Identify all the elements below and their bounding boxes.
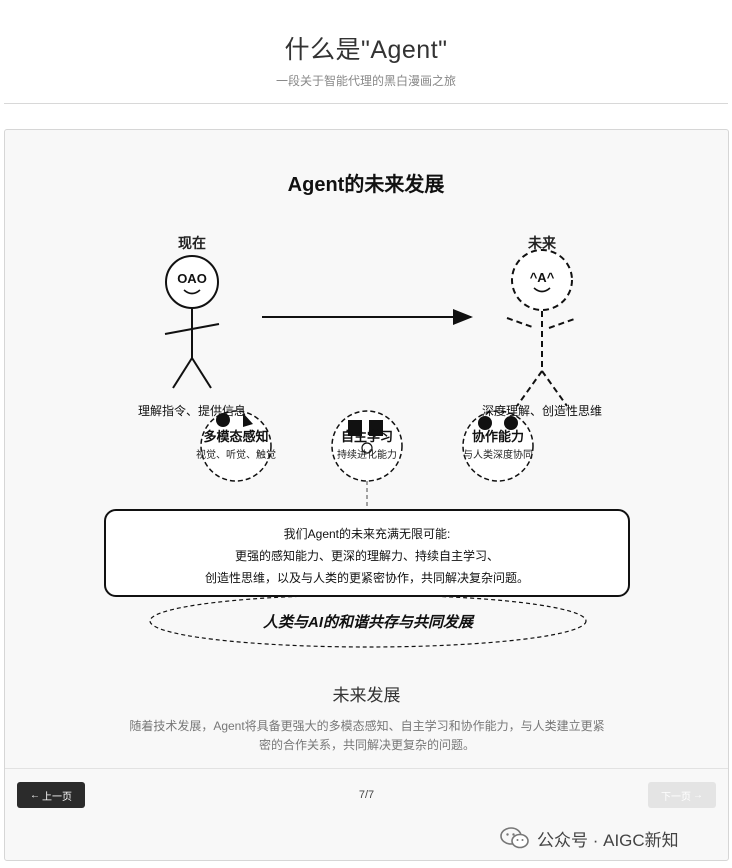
message-line: 更强的感知能力、更深的理解力、持续自主学习、: [234, 549, 499, 563]
right-arrow-icon: →: [693, 789, 703, 801]
page-title: 什么是"Agent": [284, 36, 448, 64]
capability-title-learning: 自主学习: [340, 429, 394, 444]
header-divider: [4, 103, 728, 104]
present-stick-figure: [164, 255, 220, 389]
capability-circle-learning: [331, 410, 403, 509]
future-face: ^A^: [529, 270, 555, 285]
page-subtitle: 一段关于智能代理的黑白漫画之旅: [275, 74, 456, 88]
prev-page-button[interactable]: ← 上一页: [17, 782, 85, 808]
capability-circle-perception: [200, 410, 272, 482]
capability-title-collaboration: 协作能力: [471, 429, 525, 444]
page-header: 什么是"Agent" 一段关于智能代理的黑白漫画之旅: [0, 0, 732, 104]
wechat-icon: [500, 827, 529, 849]
message-line: 我们Agent的未来充满无限可能:: [283, 527, 451, 541]
message-box: 我们Agent的未来充满无限可能: 更强的感知能力、更深的理解力、持续自主学习、…: [104, 509, 630, 597]
pagination-bar: ← 上一页 7/7 下一页 →: [5, 768, 728, 822]
present-face: OAO: [177, 271, 207, 286]
watermark: 公众号 · AIGC新知: [500, 824, 679, 852]
present-caption: 理解指令、提供信息: [137, 404, 247, 418]
capability-desc-perception: 视觉、听觉、触觉: [196, 450, 276, 461]
future-label: 未来: [528, 235, 556, 251]
section-title: 未来发展: [332, 686, 401, 705]
capability-circle-collaboration: [462, 410, 534, 482]
capability-title-perception: 多模态感知: [203, 429, 269, 444]
section-description: 随着技术发展，Agent将具备更强大的多模态感知、自主学习和协作能力，与人类建立…: [129, 719, 605, 752]
capability-desc-collaboration: 与人类深度协同: [463, 450, 533, 461]
present-smile: [183, 289, 201, 295]
page-indicator: 7/7: [358, 789, 375, 801]
message-line: 创造性思维，以及与人类的更紧密协作，共同解决复杂问题。: [204, 571, 529, 585]
harmony-caption: 人类与AI的和谐共存与共同发展: [262, 614, 474, 631]
comic-panel: Agent的未来发展 现在 OAO 理解指令、提供信息 未来 ^A^ 深度理解、…: [5, 130, 728, 690]
present-label: 现在: [178, 235, 206, 251]
future-caption: 深度理解、创造性思维: [481, 404, 603, 418]
comic-drawing: [149, 249, 587, 648]
next-page-label: 下一页: [661, 791, 691, 803]
next-page-button[interactable]: 下一页 →: [648, 782, 716, 808]
future-smile: [533, 287, 551, 293]
capability-desc-learning: 持续进化能力: [337, 450, 397, 461]
comic-title: Agent的未来发展: [287, 174, 445, 196]
left-arrow-icon: ←: [30, 789, 40, 801]
watermark-text: 公众号 · AIGC新知: [537, 830, 679, 850]
prev-page-label: 上一页: [42, 791, 72, 803]
future-stick-figure: [506, 249, 578, 407]
comic-card: Agent的未来发展 现在 OAO 理解指令、提供信息 未来 ^A^ 深度理解、…: [4, 129, 729, 861]
